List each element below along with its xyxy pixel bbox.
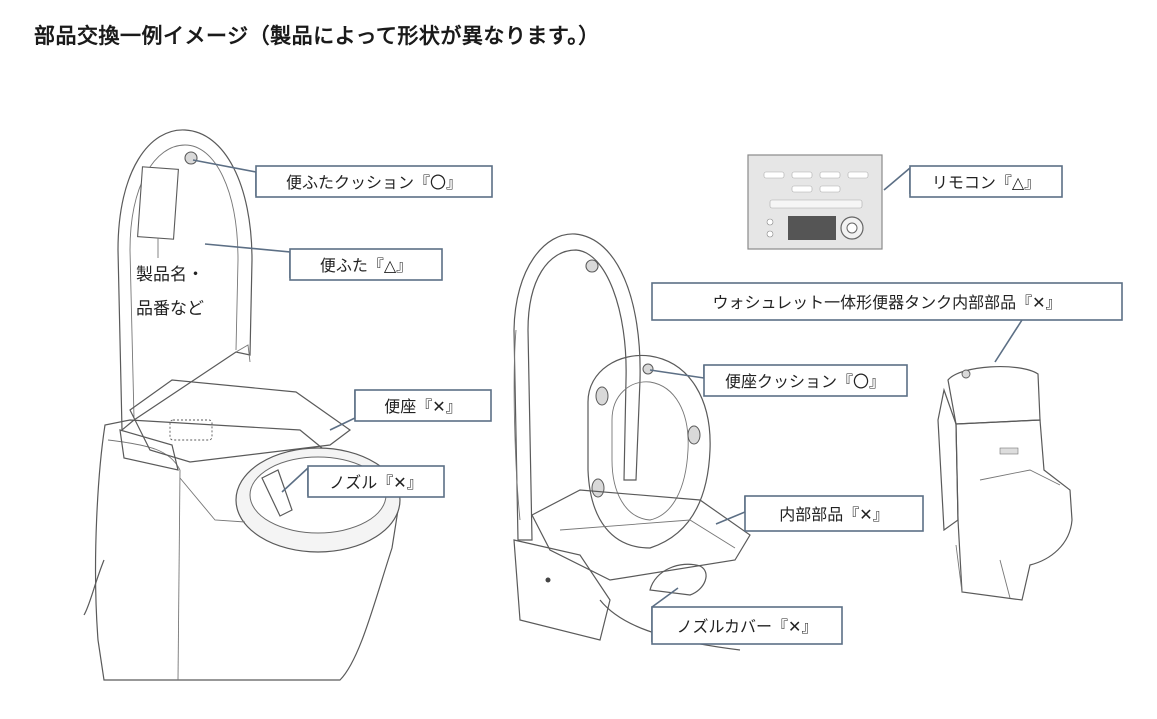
left-toilet-lid	[117, 129, 253, 432]
callout-lid-cushion: 便ふたクッション『〇』	[192, 159, 493, 198]
left-toilet-bowl	[94, 419, 399, 681]
callout-seat: 便座『✕』	[329, 389, 492, 431]
svg-text:ノズル『✕』: ノズル『✕』	[329, 473, 422, 492]
center-toilet-seat	[587, 354, 711, 549]
left-nozzle	[261, 469, 293, 517]
lid-label-plate	[137, 166, 179, 240]
callout-lid: 便ふた『△』	[204, 243, 443, 281]
center-seat-cushion-top	[642, 363, 654, 375]
left-toilet-seat-unit	[129, 379, 352, 463]
left-lid-cushion	[184, 151, 198, 165]
svg-text:便座クッション『〇』: 便座クッション『〇』	[725, 372, 885, 391]
callout-remote: リモコン『△』	[883, 165, 1063, 198]
callout-nozzle-cover: ノズルカバー『✕』	[651, 587, 843, 645]
svg-text:便ふたクッション『〇』: 便ふたクッション『〇』	[286, 173, 462, 192]
remote-screen	[788, 216, 836, 240]
svg-text:リモコン『△』: リモコン『△』	[932, 173, 1040, 192]
callout-tank-parts: ウォシュレット一体形便器タンク内部部品『✕』	[651, 282, 1123, 363]
left-toilet-illustration: 製品名・ 品番など	[83, 129, 401, 681]
page-title: 部品交換一例イメージ（製品によって形状が異なります。）	[34, 24, 600, 48]
callout-internal-parts: 内部部品『✕』	[715, 495, 924, 532]
callout-nozzle: ノズル『✕』	[281, 465, 445, 498]
remote-illustration	[747, 154, 883, 250]
svg-text:ノズルカバー『✕』: ノズルカバー『✕』	[677, 617, 818, 636]
callout-seat-cushion: 便座クッション『〇』	[649, 364, 908, 397]
svg-text:ウォシュレット一体形便器タンク内部部品『✕』: ウォシュレット一体形便器タンク内部部品『✕』	[712, 293, 1061, 312]
svg-text:内部部品『✕』: 内部部品『✕』	[779, 505, 888, 524]
center-internal-parts	[531, 489, 751, 581]
svg-text:便ふた『△』: 便ふた『△』	[320, 256, 412, 275]
center-toilet-lid	[513, 233, 641, 541]
lid-label-text: 製品名・ 品番など	[136, 265, 209, 319]
center-nozzle-cover	[649, 563, 707, 596]
right-toilet-illustration	[937, 366, 1073, 601]
center-toilet-illustration	[513, 233, 751, 651]
svg-text:便座『✕』: 便座『✕』	[384, 397, 461, 416]
